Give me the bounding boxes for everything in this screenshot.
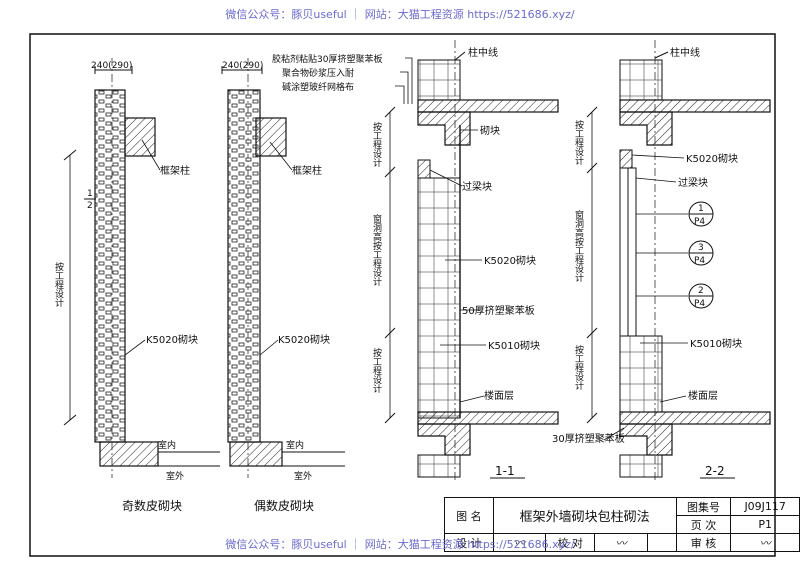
svg-text:P4: P4 <box>694 256 705 266</box>
svg-text:3: 3 <box>698 243 704 253</box>
detail-callout-1: 1 P4 <box>636 201 714 227</box>
s2-lintel: 过梁块 <box>678 176 708 189</box>
review-label: 审 核 <box>675 533 732 552</box>
title-block: 图 名 框架外墙砌块包柱砌法 图集号 J09J117 页 次 P1 设 计 〰 … <box>444 497 800 552</box>
odd-layer-drawing: 240(290) 按工程设计 1 2 框架柱 K5020砌块 室内 室外 奇数皮… <box>53 58 220 513</box>
s1-col-center: 柱中线 <box>468 46 498 59</box>
section-2-2-drawing: 柱中线 按工程设计 窗洞高按工程设计 按工程设计 K5020砌块 过梁块 K50… <box>552 40 771 480</box>
svg-text:2: 2 <box>698 286 704 296</box>
even-slab <box>229 441 283 467</box>
even-column <box>255 117 287 157</box>
s1-k5010: K5010砌块 <box>488 340 540 352</box>
s2-label: 2-2 <box>705 464 725 478</box>
s1-k5020: K5020砌块 <box>484 255 536 267</box>
watermark-top: 微信公众号：豚贝useful ｜ 网站：大猫工程资源 https://52168… <box>225 8 575 21</box>
s1-window-height: 窗洞高按工程设计 <box>371 213 382 287</box>
page-label: 页 次 <box>675 515 732 534</box>
s1-eps: 50厚挤塑聚苯板 <box>462 304 535 317</box>
odd-dim-top: 240(290) <box>91 61 132 71</box>
drawing-name-label: 图 名 <box>444 497 494 534</box>
s2-per-design-bottom: 按工程设计 <box>573 344 584 391</box>
odd-wall <box>94 89 126 443</box>
detail-callout-3: 3 P4 <box>636 240 714 266</box>
section-mark-2: 2 <box>87 201 93 211</box>
s1-block: 砌块 <box>480 125 500 137</box>
s2-k5010: K5010砌块 <box>690 338 742 350</box>
section-mark-1: 1 <box>87 189 93 199</box>
svg-text:P4: P4 <box>694 299 705 309</box>
even-indoor: 室内 <box>286 439 304 451</box>
s1-lintel: 过梁块 <box>462 180 492 193</box>
s2-col-center: 柱中线 <box>670 46 700 59</box>
odd-slab <box>99 441 159 467</box>
svg-text:P4: P4 <box>694 217 705 227</box>
odd-caption: 奇数皮砌块 <box>122 498 182 513</box>
atlas-label: 图集号 <box>675 497 732 516</box>
even-outdoor: 室外 <box>294 470 312 482</box>
note-3: 碱涂塑玻纤网格布 <box>282 81 354 93</box>
even-layer-drawing: 240(290) 框架柱 K5020砌块 室内 室外 偶数皮砌块 <box>221 58 345 513</box>
odd-outdoor: 室外 <box>166 470 184 482</box>
s2-window-height: 窗洞高按工程设计 <box>573 209 584 283</box>
odd-per-design: 按工程设计 <box>53 261 64 308</box>
odd-column-label: 框架柱 <box>160 164 190 177</box>
even-caption: 偶数皮砌块 <box>254 498 314 513</box>
proof-label: 校 对 <box>545 533 596 552</box>
detail-callout-2: 2 P4 <box>636 283 714 309</box>
sheet-border <box>29 33 776 557</box>
design-label: 设 计 <box>444 533 494 552</box>
odd-block-label: K5020砌块 <box>146 334 198 346</box>
s2-per-design-top: 按工程设计 <box>573 119 584 166</box>
even-dim-top: 240(290) <box>222 61 263 71</box>
drawing-name: 框架外墙砌块包柱砌法 <box>492 497 677 534</box>
s2-floor: 楼面层 <box>688 389 718 402</box>
s2-k5020: K5020砌块 <box>686 153 738 165</box>
s2-eps: 30厚挤塑聚苯板 <box>552 432 625 445</box>
odd-indoor: 室内 <box>158 439 176 451</box>
even-block-label: K5020砌块 <box>278 334 330 346</box>
s1-label: 1-1 <box>495 464 515 478</box>
review-signature: 〰 <box>730 533 800 552</box>
section-1-1-drawing: 柱中线 按工程设计 窗洞高按工程设计 按工程设计 砌块 过梁块 K5020砌块 … <box>371 40 559 480</box>
even-column-label: 框架柱 <box>292 164 322 177</box>
odd-column <box>124 117 156 157</box>
proof-signature: 〰 <box>594 533 648 552</box>
s1-per-design-bottom: 按工程设计 <box>371 347 382 394</box>
insulation-notes: 胶粘剂粘贴30厚挤塑聚苯板 聚合物砂浆压入耐 碱涂塑玻纤网格布 <box>272 53 413 104</box>
note-2: 聚合物砂浆压入耐 <box>282 67 354 79</box>
atlas-number: J09J117 <box>730 497 800 516</box>
watermark-bottom: 微信公众号：豚贝useful ｜ 网站：大猫工程资源 https://52168… <box>225 538 575 551</box>
note-1: 胶粘剂粘贴30厚挤塑聚苯板 <box>272 53 382 65</box>
s1-floor: 楼面层 <box>484 389 514 402</box>
svg-text:1: 1 <box>698 204 704 214</box>
page-number: P1 <box>730 515 800 534</box>
s1-per-design-top: 按工程设计 <box>371 121 382 168</box>
even-wall <box>227 89 261 443</box>
